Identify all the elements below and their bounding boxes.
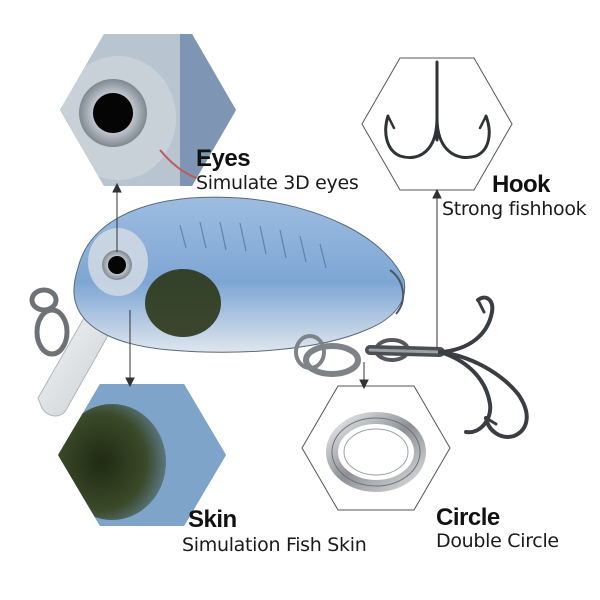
- eyes-subtitle: Simulate 3D eyes: [196, 172, 359, 194]
- split-ring-icon: [326, 412, 426, 492]
- treble-hook-icon: [384, 60, 491, 159]
- skin-panel: [58, 384, 226, 526]
- lure-scales: [179, 221, 327, 269]
- front-split-ring: [29, 287, 70, 357]
- callout-lines: [112, 182, 442, 390]
- fish-skin-icon: [58, 404, 166, 520]
- circle-subtitle: Double Circle: [436, 530, 559, 552]
- skin-title: Skin: [188, 506, 237, 533]
- hook-title: Hook: [492, 171, 551, 198]
- circle-title: Circle: [436, 504, 500, 531]
- skin-subtitle: Simulation Fish Skin: [182, 534, 367, 556]
- circle-panel: [301, 385, 451, 511]
- hook-panel: [361, 57, 513, 191]
- treble-hook: [438, 295, 529, 439]
- lure-lip: [37, 317, 111, 417]
- tail-split-ring: [303, 343, 361, 377]
- fishing-lure: [29, 196, 529, 439]
- lure-spot: [145, 269, 221, 337]
- eyes-title: Eyes: [196, 145, 251, 172]
- hook-subtitle: Strong fishhook: [442, 198, 587, 220]
